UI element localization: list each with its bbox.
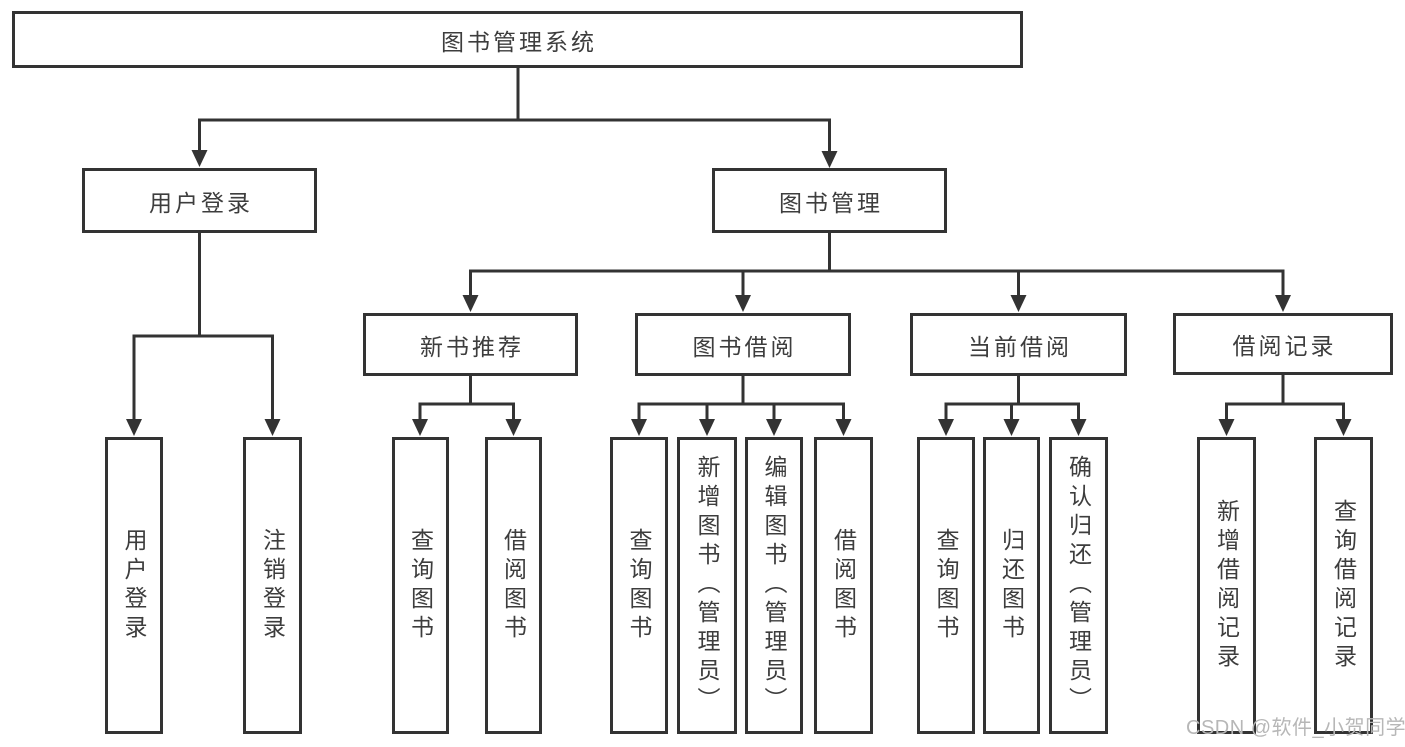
- node-book-management: 图书管理: [712, 168, 947, 233]
- connector-borrow-records-children: [1218, 374, 1352, 436]
- leaf-borrow-books-borrow-label: 借阅图书: [830, 527, 857, 644]
- leaf-query-borrow-record: 查询借阅记录: [1314, 437, 1373, 734]
- leaf-add-borrow-record-label: 新增借阅记录: [1213, 498, 1240, 673]
- leaf-borrow-books-newbook-label: 借阅图书: [500, 527, 527, 644]
- leaf-confirm-return-admin-label: 确认归还（管理员）: [1065, 455, 1092, 716]
- leaf-add-borrow-record: 新增借阅记录: [1197, 437, 1256, 734]
- connector-new-book-children: [412, 375, 522, 436]
- node-root: 图书管理系统: [12, 11, 1023, 68]
- node-book-management-label: 图书管理: [779, 189, 883, 216]
- node-user-login-label: 用户登录: [149, 189, 253, 216]
- leaf-query-books-newbook-label: 查询图书: [407, 527, 434, 644]
- node-new-book-recommend-label: 新书推荐: [420, 333, 524, 360]
- node-book-borrow: 图书借阅: [635, 313, 851, 376]
- leaf-user-login-label: 用户登录: [121, 527, 147, 644]
- leaf-return-book-label: 归还图书: [998, 527, 1025, 644]
- connector-current-borrow-children: [938, 375, 1087, 436]
- leaf-query-books-borrow-label: 查询图书: [626, 527, 652, 644]
- node-book-borrow-label: 图书借阅: [692, 333, 797, 360]
- leaf-logout-login-label: 注销登录: [259, 527, 286, 644]
- leaf-query-books-newbook: 查询图书: [392, 437, 449, 734]
- leaf-confirm-return-admin: 确认归还（管理员）: [1049, 437, 1108, 734]
- leaf-edit-book-admin-label: 编辑图书（管理员）: [761, 455, 787, 716]
- connector-root-to-level2: [191, 67, 838, 168]
- node-borrow-records: 借阅记录: [1173, 313, 1393, 375]
- leaf-user-login: 用户登录: [105, 437, 163, 734]
- leaf-query-books-borrow: 查询图书: [610, 437, 668, 734]
- node-root-label: 图书管理系统: [441, 28, 597, 55]
- leaf-query-borrow-record-label: 查询借阅记录: [1330, 498, 1357, 673]
- node-current-borrow-label: 当前借阅: [968, 333, 1072, 360]
- leaf-query-books-current-label: 查询图书: [933, 527, 959, 644]
- node-user-login: 用户登录: [82, 168, 317, 233]
- leaf-return-book: 归还图书: [983, 437, 1040, 734]
- connector-book-borrow-children: [631, 375, 852, 436]
- leaf-borrow-books-newbook: 借阅图书: [485, 437, 542, 734]
- leaf-query-books-current: 查询图书: [917, 437, 975, 734]
- watermark-text: CSDN @软件_小贺同学: [1186, 717, 1405, 739]
- connector-user-login-children: [126, 232, 281, 436]
- node-borrow-records-label: 借阅记录: [1232, 333, 1337, 359]
- connector-book-management-children: [462, 232, 1291, 312]
- leaf-borrow-books-borrow: 借阅图书: [814, 437, 873, 734]
- node-new-book-recommend: 新书推荐: [363, 313, 578, 376]
- leaf-add-book-admin-label: 新增图书（管理员）: [694, 455, 720, 716]
- leaf-logout-login: 注销登录: [243, 437, 302, 734]
- node-current-borrow: 当前借阅: [910, 313, 1127, 376]
- leaf-add-book-admin: 新增图书（管理员）: [677, 437, 737, 734]
- leaf-edit-book-admin: 编辑图书（管理员）: [745, 437, 803, 734]
